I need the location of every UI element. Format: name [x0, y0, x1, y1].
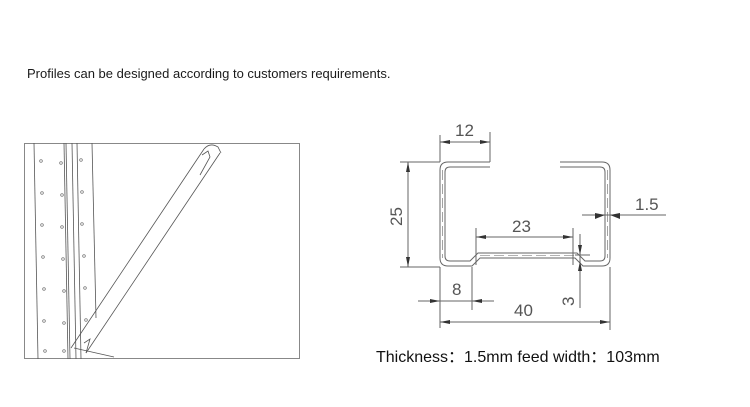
dim-8: 8 — [452, 280, 461, 299]
dim-25: 25 — [387, 207, 406, 226]
page-heading: Profiles can be designed according to cu… — [27, 66, 391, 81]
c-profile-drawing: 12 25 23 1.5 8 3 40 — [380, 110, 680, 340]
rack-brace-illustration — [24, 142, 300, 360]
dim-3: 3 — [559, 297, 578, 306]
spec-caption: Thickness：1.5mm feed width：103mm — [376, 349, 660, 366]
dim-1-5: 1.5 — [635, 195, 659, 214]
dim-12: 12 — [455, 121, 474, 140]
dim-23: 23 — [512, 217, 531, 236]
dim-40: 40 — [514, 301, 533, 320]
